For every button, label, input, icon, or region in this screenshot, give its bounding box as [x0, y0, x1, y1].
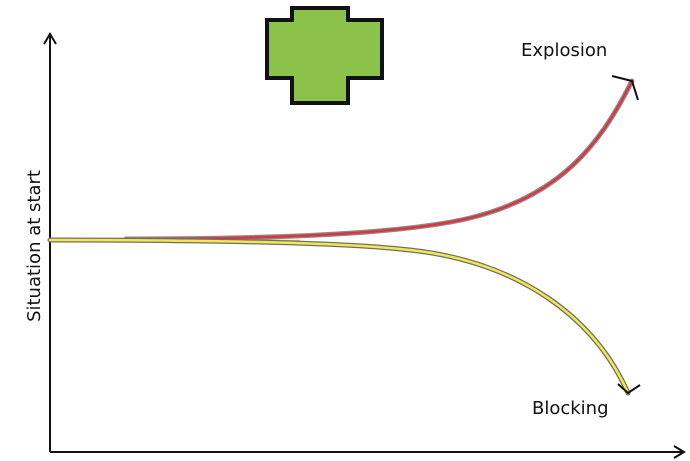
plus-cross-icon [265, 6, 384, 105]
lower-arrowhead [617, 383, 641, 395]
y-axis-arrowhead [43, 32, 57, 45]
lower-curve-shadow [47, 237, 631, 396]
upper-curve [124, 79, 634, 241]
upper-arrowhead [611, 75, 639, 101]
x-axis-arrowhead [673, 445, 686, 459]
plus-cross-shape [265, 6, 384, 105]
lower-branch-label: Blocking [532, 398, 609, 419]
y-axis-label: Situation at start [24, 170, 45, 322]
lower-curve [48, 238, 630, 395]
upper-branch-label: Explosion [521, 40, 607, 61]
upper-curve-shadow [123, 78, 635, 242]
